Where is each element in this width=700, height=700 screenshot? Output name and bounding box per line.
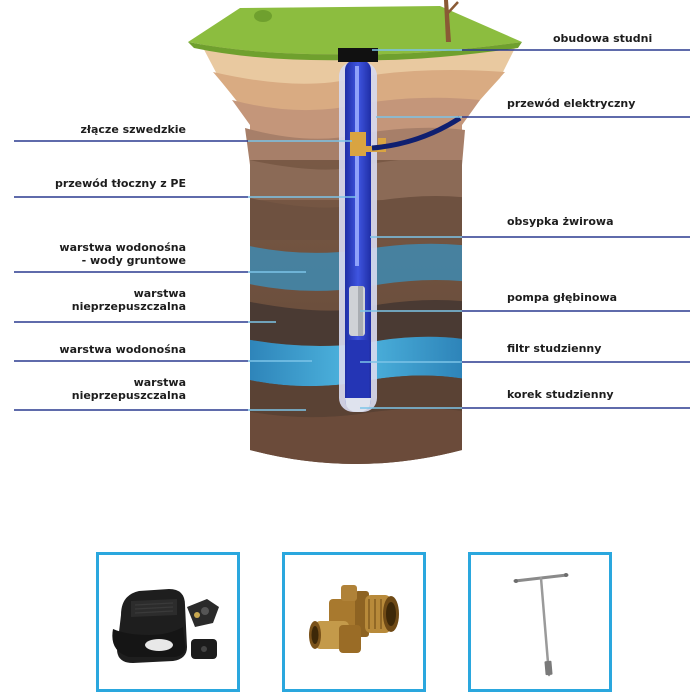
- label-aquifer-groundwater: warstwa wodonośna - wody gruntowe: [59, 241, 186, 267]
- brass-swedish-fitting-icon: [309, 585, 399, 653]
- label-gravel-pack: obsypka żwirowa: [507, 215, 614, 228]
- well-filter-shape: [347, 340, 369, 400]
- label-electric-cable: przewód elektryczny: [507, 97, 635, 110]
- label-well-plug: korek studzienny: [507, 388, 614, 401]
- label-line: nieprzepuszczalna: [71, 389, 186, 402]
- leader-lines: [14, 49, 690, 411]
- tree-branch: [446, 1, 459, 15]
- product-box-t-handle-key: [468, 552, 612, 692]
- electric-cable-line: [371, 115, 462, 151]
- product-box-well-cover: [96, 552, 240, 692]
- label-line: przewód elektryczny: [507, 97, 636, 110]
- well-cover-icon: [112, 589, 219, 663]
- label-swedish-fitting: złącze szwedzkie: [80, 123, 186, 136]
- label-line: obudowa studni: [553, 32, 653, 45]
- bush: [254, 10, 272, 22]
- label-line: pompa głębinowa: [507, 291, 618, 304]
- label-line: warstwa wodonośna: [59, 241, 186, 254]
- product-box-swedish-fitting: [282, 552, 426, 692]
- grass-surface: [188, 6, 522, 55]
- label-aquifer: warstwa wodonośna: [59, 343, 186, 356]
- pe-pipe-line: [355, 66, 359, 266]
- label-line: warstwa wodonośna: [59, 343, 186, 356]
- well: [338, 48, 462, 412]
- label-well-casing: obudowa studni: [553, 32, 652, 45]
- bottom-soil: [250, 408, 462, 464]
- grass-edge: [188, 42, 522, 61]
- label-line: filtr studzienny: [507, 342, 602, 355]
- label-line: nieprzepuszczalna: [71, 300, 186, 313]
- label-line: warstwa: [133, 376, 186, 389]
- label-line: korek studzienny: [507, 388, 614, 401]
- label-well-filter: filtr studzienny: [507, 342, 601, 355]
- tree-trunk: [444, 0, 451, 42]
- label-line: złącze szwedzkie: [80, 123, 186, 136]
- label-line: - wody gruntowe: [81, 254, 186, 267]
- well-casing-cap: [338, 48, 378, 62]
- label-pe-pressure-pipe: przewód tłoczny z PE: [55, 177, 186, 190]
- t-handle-key-icon: [513, 573, 569, 677]
- label-deep-well-pump: pompa głębinowa: [507, 291, 617, 304]
- label-impermeable-layer-1: warstwa nieprzepuszczalna: [72, 287, 186, 313]
- label-impermeable-layer-2: warstwa nieprzepuszczalna: [72, 376, 186, 402]
- label-line: przewód tłoczny z PE: [54, 177, 186, 190]
- label-line: obsypka żwirowa: [507, 215, 614, 228]
- label-line: warstwa: [133, 287, 186, 300]
